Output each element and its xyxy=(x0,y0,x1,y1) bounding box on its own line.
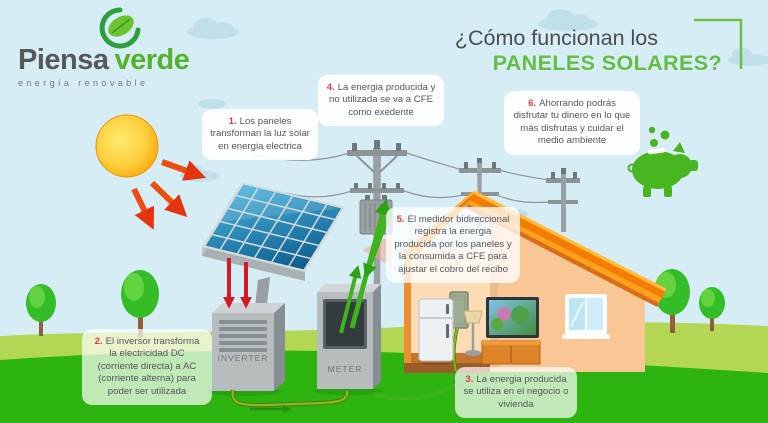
coin-icon xyxy=(648,126,656,134)
solar-panel-icon xyxy=(202,182,345,332)
energy-arrow-icon xyxy=(160,159,207,181)
corner-bracket xyxy=(694,18,743,69)
window xyxy=(562,294,610,339)
brand-primary: Piensa xyxy=(18,44,109,76)
brand-tagline: energía renovable xyxy=(18,78,149,88)
step-2-number: 2. xyxy=(94,336,103,347)
tree-icon xyxy=(121,270,159,337)
utility-pole-icon xyxy=(546,168,580,232)
step-3-number: 3. xyxy=(465,374,474,385)
tree-icon xyxy=(26,284,56,336)
step-2-text: El inversor transforma la electricidad D… xyxy=(97,336,200,397)
step-4-number: 4. xyxy=(326,82,335,93)
tree-icon xyxy=(699,287,725,331)
meter-label: METER xyxy=(327,364,363,374)
energy-arrow-icon xyxy=(149,180,188,218)
sun-ray-arrows xyxy=(131,159,207,230)
brand-secondary: verde xyxy=(114,44,190,76)
step-4-callout: 4.La energia producida y no utilizada se… xyxy=(318,75,444,127)
power-line xyxy=(403,151,462,171)
ac-cables xyxy=(230,378,467,414)
floor-edge xyxy=(404,363,490,373)
piggy-bank-icon xyxy=(627,126,698,197)
step-5-text: El medidor bidireccional registra la ene… xyxy=(394,214,512,275)
dc-arrows xyxy=(223,258,252,309)
step-1-text: Los paneles transforman la luz solar en … xyxy=(210,116,310,152)
step-4-text: La energia producida y no utilizada se v… xyxy=(329,82,436,118)
inverter-icon xyxy=(205,303,285,396)
step-5-number: 5. xyxy=(396,214,405,225)
cutaway-edge xyxy=(404,250,411,372)
trees xyxy=(26,269,725,337)
coin-icon xyxy=(650,139,658,147)
page-title: ¿Cómo funcionan los PANELES SOLARES? xyxy=(450,26,722,75)
tv-icon xyxy=(486,297,539,338)
arrow-meter-house xyxy=(373,378,467,401)
fridge-icon xyxy=(418,298,454,365)
step-1-number: 1. xyxy=(228,116,237,127)
step-6-callout: 6.Ahorrando podrás disfrutar tu dinero e… xyxy=(504,91,640,155)
title-line2: PANELES SOLARES? xyxy=(492,50,722,75)
step-1-callout: 1.Los paneles transforman la luz solar e… xyxy=(202,109,318,161)
title-line1: ¿Cómo funcionan los xyxy=(454,26,658,50)
step-5-callout: 5.El medidor bidireccional registra la e… xyxy=(386,207,520,284)
step-2-callout: 2.El inversor transforma la electricidad… xyxy=(82,329,212,406)
power-line xyxy=(496,194,551,204)
leaf-icon xyxy=(99,7,141,49)
power-line xyxy=(498,169,549,181)
power-line xyxy=(403,190,464,199)
step-3-text: La energia producida se utiliza en el ne… xyxy=(463,374,569,410)
coin-icon xyxy=(660,130,670,140)
step-6-number: 6. xyxy=(528,98,537,109)
cloud-icon xyxy=(198,99,226,109)
tree-icon xyxy=(654,269,690,333)
step-3-callout: 3.La energia producida se utiliza en el … xyxy=(455,367,577,419)
sun-icon xyxy=(95,114,159,178)
export-arrow-up xyxy=(339,265,362,334)
step-6-text: Ahorrando podrás disfrutar tu dinero en … xyxy=(513,98,631,147)
cloud-icon xyxy=(538,9,598,31)
cabinet xyxy=(481,340,541,365)
lamp-icon xyxy=(463,310,483,356)
inverter-label: INVERTER xyxy=(217,353,269,363)
energy-arrow-icon xyxy=(131,187,155,230)
cloud-icon xyxy=(187,18,239,39)
